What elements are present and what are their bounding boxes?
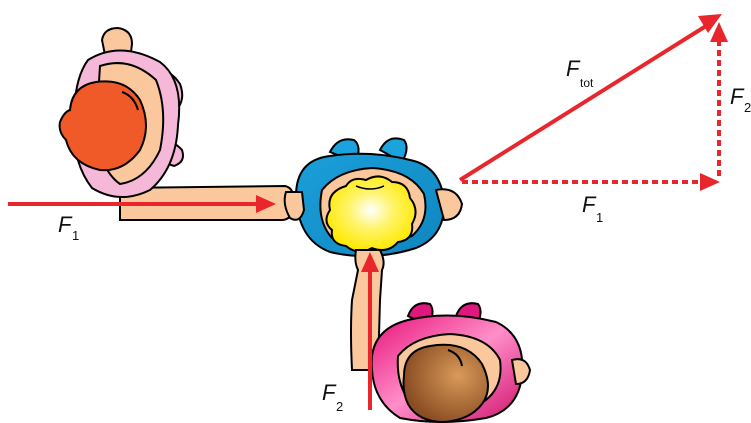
label-f1-vec: F 1 <box>582 192 603 225</box>
svg-text:tot: tot <box>580 76 594 90</box>
svg-text:F: F <box>322 380 337 405</box>
label-f2-main: F 2 <box>322 380 343 414</box>
svg-text:1: 1 <box>72 228 79 243</box>
svg-text:2: 2 <box>744 100 751 115</box>
svg-text:F: F <box>58 212 73 237</box>
vector-f2-dashed <box>710 22 728 176</box>
label-f2-vec: F 2 <box>730 84 751 115</box>
vector-f1-dashed <box>462 173 720 191</box>
svg-text:F: F <box>730 84 745 109</box>
label-ftot: F tot <box>566 56 594 90</box>
svg-text:1: 1 <box>596 210 603 225</box>
label-f1-main: F 1 <box>58 212 79 243</box>
svg-text:F: F <box>566 56 581 81</box>
vector-ftot <box>460 14 722 180</box>
person-bottom <box>372 303 530 422</box>
svg-text:F: F <box>582 192 597 217</box>
svg-text:2: 2 <box>336 399 343 414</box>
person-left <box>60 28 294 220</box>
